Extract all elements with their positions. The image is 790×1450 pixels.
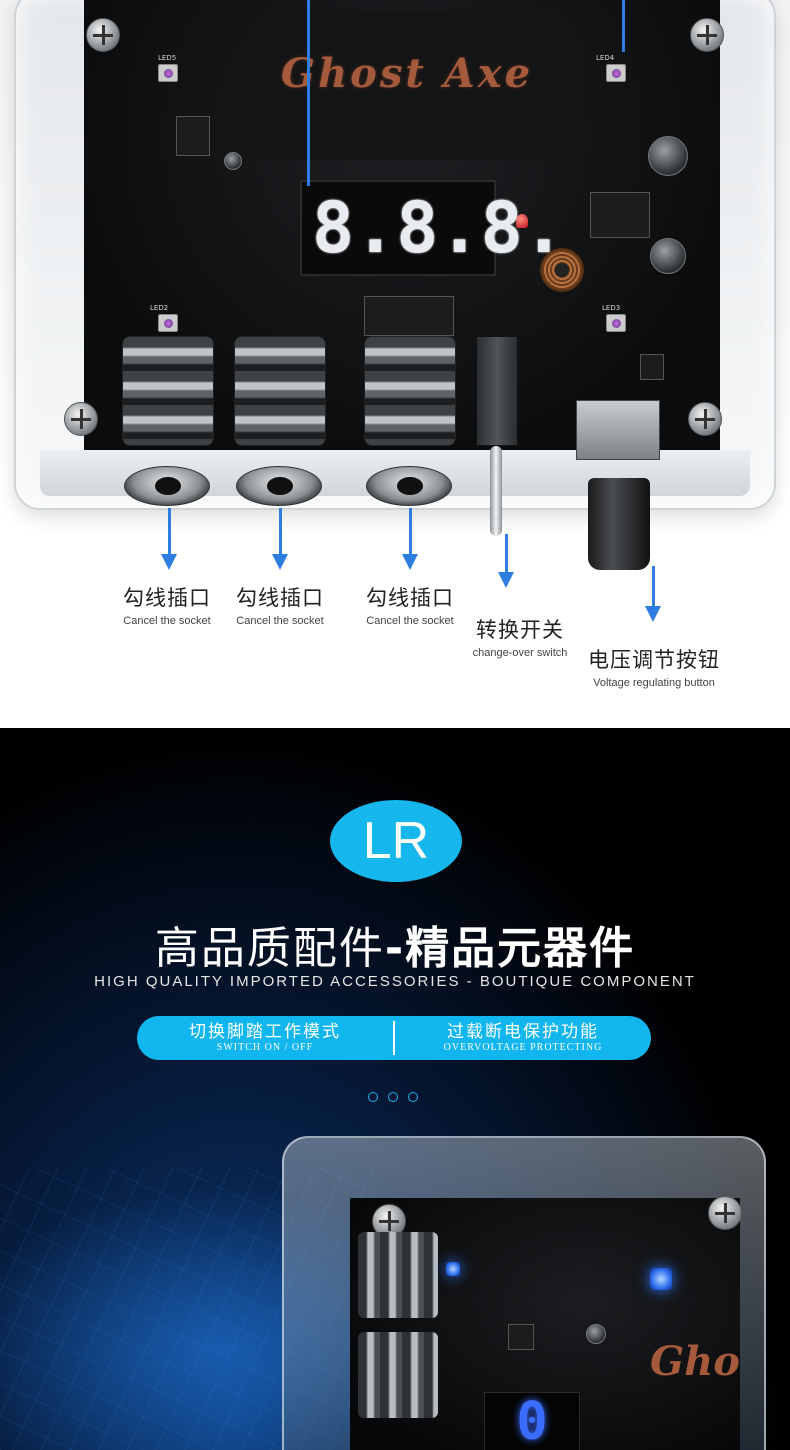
led-icon: [606, 64, 626, 82]
audio-jack: [364, 336, 456, 446]
led-icon: [158, 64, 178, 82]
jack-socket: [124, 466, 210, 506]
dot-icon: [368, 1092, 378, 1102]
regulator-chip: [590, 192, 650, 238]
brand-logo: Ghost Axe: [280, 50, 534, 97]
carousel-dots: [368, 1092, 418, 1102]
jack-socket: [366, 466, 452, 506]
inductor-coil: [540, 248, 584, 292]
arrow-line: [168, 508, 171, 558]
tech-background: [0, 1168, 380, 1450]
pill-divider: [393, 1021, 395, 1055]
display-digit: 8.: [396, 187, 481, 269]
display-digit: 8.: [312, 187, 397, 269]
feature-section: LR 高品质配件-精品元器件 HIGH QUALITY IMPORTED ACC…: [0, 728, 790, 1450]
screw-icon: [690, 18, 724, 52]
seven-segment-display: 8. 8. 8.: [300, 180, 565, 276]
feature-switch-mode: 切换脚踏工作模式 SWITCH ON / OFF: [189, 1022, 341, 1053]
ic-chip: [640, 354, 664, 380]
dot-icon: [388, 1092, 398, 1102]
audio-jack: [234, 336, 326, 446]
blue-led-icon: [446, 1262, 460, 1276]
capacitor: [224, 152, 242, 170]
arrow-line: [279, 508, 282, 558]
feature-subheadline: HIGH QUALITY IMPORTED ACCESSORIES - BOUT…: [94, 973, 696, 990]
arrow-down-icon: [498, 572, 514, 588]
arrow-line: [409, 508, 412, 558]
voltage-knob: [588, 478, 650, 570]
toggle-switch-body: [476, 336, 518, 446]
potentiometer-base: [576, 400, 660, 460]
callout-jack-1: 勾线插口 Cancel the socket: [123, 586, 211, 627]
arrow-down-icon: [402, 554, 418, 570]
pointer-line: [307, 0, 310, 186]
capacitor: [586, 1324, 606, 1344]
arrow-down-icon: [161, 554, 177, 570]
lr-badge: LR: [330, 800, 462, 882]
capacitor: [650, 238, 686, 274]
arrow-down-icon: [272, 554, 288, 570]
feature-headline: 高品质配件-精品元器件: [154, 923, 636, 974]
led-icon: [606, 314, 626, 332]
feature-overvoltage: 过载断电保护功能 OVERVOLTAGE PROTECTING: [443, 1022, 603, 1053]
callout-voltage-knob: 电压调节按钮 Voltage regulating button: [588, 648, 720, 689]
ic-chip: [364, 296, 454, 336]
arrow-down-icon: [645, 606, 661, 622]
toggle-switch-lever: [490, 446, 502, 536]
screw-icon: [64, 402, 98, 436]
jack-socket: [236, 466, 322, 506]
arrow-line: [505, 534, 508, 574]
ic-chip: [508, 1324, 534, 1350]
feature-pill: 切换脚踏工作模式 SWITCH ON / OFF 过载断电保护功能 OVERVO…: [137, 1016, 651, 1060]
capacitor: [648, 136, 688, 176]
display-digit: 8.: [480, 187, 565, 269]
pointer-line: [622, 0, 625, 52]
product-callout-section: Ghost Axe LED5 LED4 LED2 LED3 8. 8. 8. 勾…: [0, 0, 790, 728]
audio-jack: [358, 1332, 438, 1418]
logo-plate: [244, 10, 580, 160]
dot-icon: [408, 1092, 418, 1102]
audio-jack: [122, 336, 214, 446]
blue-led-icon: [650, 1268, 672, 1290]
arrow-line: [652, 566, 655, 606]
screw-icon: [688, 402, 722, 436]
callout-switch: 转换开关 change-over switch: [472, 618, 568, 659]
seven-segment-display-blue: 0: [484, 1392, 580, 1450]
regulator-chip: [176, 116, 210, 156]
red-led-icon: [516, 214, 528, 228]
screw-icon: [708, 1196, 742, 1230]
screw-icon: [86, 18, 120, 52]
callout-jack-3: 勾线插口 Cancel the socket: [366, 586, 454, 627]
audio-jack: [358, 1232, 438, 1318]
callout-jack-2: 勾线插口 Cancel the socket: [236, 586, 324, 627]
brand-logo-partial: Gho: [650, 1338, 740, 1385]
led-icon: [158, 314, 178, 332]
